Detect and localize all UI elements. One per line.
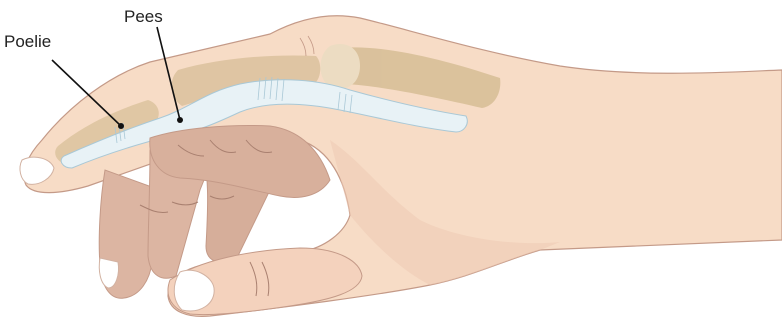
pulley-leader-dot — [118, 123, 124, 129]
pulley-label: Poelie — [4, 32, 51, 51]
hand-illustration — [20, 16, 782, 317]
metacarpal-head — [320, 44, 360, 89]
tendon-label: Pees — [124, 7, 163, 26]
tendon-leader-dot — [177, 117, 183, 123]
